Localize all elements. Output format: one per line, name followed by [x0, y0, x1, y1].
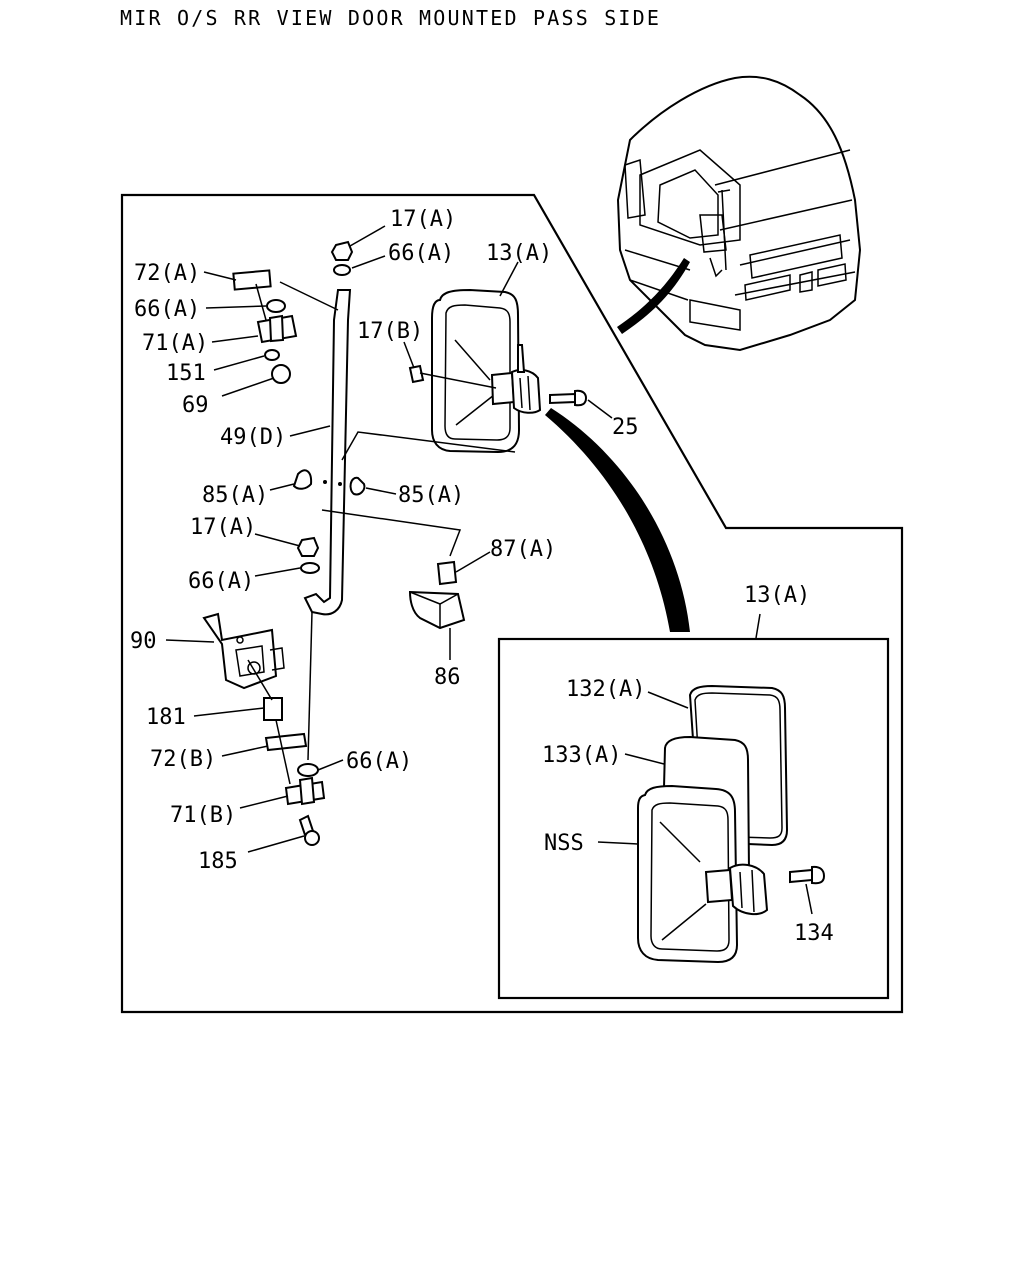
label-66a-mid: 66(A)	[188, 569, 254, 594]
guide-72a	[255, 283, 267, 321]
mirror-head-13a	[431, 288, 542, 454]
label-66a-left: 66(A)	[134, 297, 200, 322]
label-134: 134	[794, 921, 834, 946]
nut-17a-top	[330, 240, 354, 261]
label-13a-main: 13(A)	[486, 241, 552, 266]
label-66a-top: 66(A)	[388, 241, 454, 266]
label-72a: 72(A)	[134, 261, 200, 286]
stay-rod-49d	[279, 281, 352, 761]
bolt-185	[298, 814, 320, 846]
nut-17a-mid	[296, 536, 320, 557]
detail-inset-frame	[497, 637, 890, 1000]
clamp-71a	[256, 314, 298, 344]
mirror-head-nss	[637, 784, 769, 964]
leader-lines	[165, 225, 813, 915]
label-181: 181	[146, 705, 186, 730]
label-151: 151	[166, 361, 206, 386]
bracket-guide-line	[321, 509, 462, 557]
label-85a-left: 85(A)	[202, 483, 268, 508]
plate-72b	[264, 732, 308, 752]
cover-86	[408, 590, 466, 630]
label-87a: 87(A)	[490, 537, 556, 562]
label-25: 25	[612, 415, 639, 440]
guide-71b	[275, 719, 291, 785]
washer-66a-top	[333, 264, 351, 276]
arm-to-mirror-line	[341, 431, 516, 461]
label-185: 185	[198, 849, 238, 874]
cap-69	[271, 364, 291, 384]
plate-181	[263, 697, 283, 721]
bracket-90	[202, 612, 285, 690]
screw-134	[789, 865, 826, 885]
guide-181	[247, 659, 273, 701]
bolt-17b	[408, 364, 497, 389]
label-13a-detail: 13(A)	[744, 583, 810, 608]
washer-66a-low	[297, 763, 319, 777]
plate-72a	[232, 269, 272, 291]
clip-85a-left	[292, 469, 313, 490]
label-133a: 133(A)	[542, 743, 621, 768]
clip-85a-right	[349, 476, 366, 496]
truck-cab-illustration	[616, 75, 862, 352]
label-71a: 71(A)	[142, 331, 208, 356]
label-17a-mid: 17(A)	[190, 515, 256, 540]
washer-66a-left	[266, 299, 286, 313]
washer-151	[264, 349, 280, 361]
diagram-frame	[120, 193, 904, 1014]
label-66a-low: 66(A)	[346, 749, 412, 774]
pointer-to-cab	[617, 258, 690, 334]
label-17a-top: 17(A)	[390, 207, 456, 232]
diagram-title: MIR O/S RR VIEW DOOR MOUNTED PASS SIDE	[120, 6, 662, 30]
label-90: 90	[130, 629, 157, 654]
label-85a-right: 85(A)	[398, 483, 464, 508]
pointer-to-detail	[545, 408, 690, 632]
label-71b: 71(B)	[170, 803, 236, 828]
clamp-71b	[284, 776, 326, 806]
screw-25	[549, 389, 588, 407]
label-86: 86	[434, 665, 461, 690]
label-49d: 49(D)	[220, 425, 286, 450]
block-87a	[436, 560, 458, 586]
washer-66a-mid	[300, 562, 320, 574]
label-17b: 17(B)	[357, 319, 423, 344]
label-132a: 132(A)	[566, 677, 645, 702]
label-72b: 72(B)	[150, 747, 216, 772]
label-69: 69	[182, 393, 209, 418]
label-nss: NSS	[544, 831, 584, 856]
